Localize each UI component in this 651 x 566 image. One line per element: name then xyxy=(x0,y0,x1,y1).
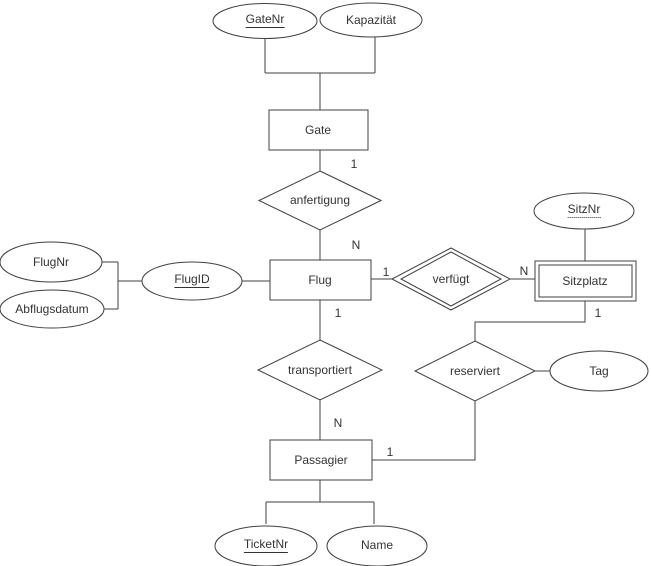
edges-layer xyxy=(102,37,586,524)
cardinality-verfuegt-sitzplatz: N xyxy=(519,264,529,278)
relationship-transportiert-label: transportiert xyxy=(287,363,353,377)
entity-sitzplatz-inner xyxy=(538,264,633,298)
attribute-tag[interactable] xyxy=(549,350,649,392)
cardinality-gate-anfertigung: 1 xyxy=(350,157,358,171)
attribute-sitznr[interactable] xyxy=(533,192,635,230)
cardinality-passagier-reserviert: 1 xyxy=(386,445,394,459)
relationship-reserviert-label: reserviert xyxy=(449,364,501,378)
attribute-flugid-label: FlugID xyxy=(174,272,210,288)
attribute-ticketnr[interactable] xyxy=(214,525,318,566)
cardinality-anfertigung-flug: N xyxy=(351,238,361,252)
attribute-flugid[interactable] xyxy=(141,261,243,301)
entity-gate[interactable] xyxy=(268,109,369,151)
edge-sitzplatz-reserviert xyxy=(474,301,586,341)
relationship-reserviert[interactable] xyxy=(413,340,537,402)
attribute-kapazitaet[interactable] xyxy=(319,2,423,38)
entity-sitzplatz-label: Sitzplatz xyxy=(562,274,608,288)
relationship-transportiert[interactable] xyxy=(256,339,384,401)
attribute-gatenr-label: GateNr xyxy=(245,12,285,28)
attribute-abflugsdatum[interactable] xyxy=(0,289,105,329)
cardinality-sitzplatz-reserviert: 1 xyxy=(594,306,602,320)
cardinality-flug-verfuegt: 1 xyxy=(382,265,390,279)
entity-gate-label: Gate xyxy=(304,123,332,137)
relationship-verfuegt-label: verfügt xyxy=(432,272,470,286)
attribute-name[interactable] xyxy=(326,525,428,566)
entity-flug-label: Flug xyxy=(308,273,332,287)
relationship-verfuegt-inner xyxy=(399,251,503,307)
attribute-sitznr-label: SitzNr xyxy=(567,202,601,218)
attribute-flugnr[interactable] xyxy=(0,241,103,283)
attribute-tag-label: Tag xyxy=(589,364,609,378)
relationship-anfertigung[interactable] xyxy=(257,170,383,231)
relationship-anfertigung-label: anfertigung xyxy=(289,193,351,207)
entity-passagier[interactable] xyxy=(269,439,373,481)
entity-passagier-label: Passagier xyxy=(294,453,348,467)
cardinality-transportiert-passagier: N xyxy=(333,416,343,430)
attribute-ticketnr-label: TicketNr xyxy=(243,537,289,553)
attribute-gatenr[interactable] xyxy=(212,3,318,39)
attribute-kapazitaet-label: Kapazität xyxy=(345,13,397,27)
edge-reserviert-passagier xyxy=(372,401,476,461)
attribute-abflugsdatum-label: Abflugsdatum xyxy=(15,302,89,316)
cardinality-flug-transportiert: 1 xyxy=(334,306,342,320)
attribute-flugnr-label: FlugNr xyxy=(32,255,70,269)
attribute-name-label: Name xyxy=(360,538,394,552)
entity-flug[interactable] xyxy=(269,259,372,301)
